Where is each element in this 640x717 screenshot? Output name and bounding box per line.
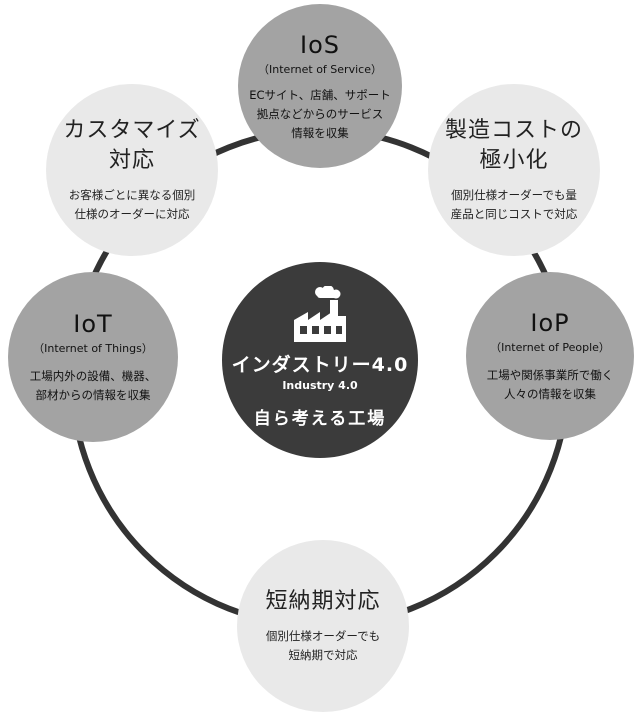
- node-iop-title: IoP: [530, 309, 570, 337]
- node-ios: IoS （Internet of Service） ECサイト、店舗、サポート …: [238, 4, 402, 168]
- center-title: インダストリー4.0: [231, 353, 409, 376]
- node-cost-description: 個別仕様オーダーでも量 産品と同じコストで対応: [450, 188, 578, 221]
- node-customization: カスタマイズ 対応 お客様ごとに異なる個別 仕様のオーダーに対応: [46, 84, 218, 256]
- node-ios-description: ECサイト、店舗、サポート 拠点などからのサービス 情報を収集: [249, 87, 391, 140]
- node-ios-title: IoS: [300, 30, 340, 59]
- node-ios-subtitle: （Internet of Service）: [258, 62, 382, 76]
- node-industry-4: インダストリー4.0 Industry 4.0 自ら考える工場: [222, 262, 418, 458]
- node-iot-title: IoT: [73, 310, 113, 338]
- node-iop: IoP （Internet of People） 工場や関係事業所で働く 人々の…: [466, 272, 634, 440]
- node-iop-description: 工場や関係事業所で働く 人々の情報を収集: [486, 368, 614, 401]
- node-iot-description: 工場内外の設備、機器、 部材からの情報を収集: [29, 369, 157, 402]
- center-slogan: 自ら考える工場: [253, 408, 387, 429]
- node-leadtime-title: 短納期対応: [265, 589, 381, 614]
- node-iot-subtitle: （Internet of Things）: [33, 342, 153, 355]
- factory-icon: [294, 285, 346, 342]
- node-cost-title: 製造コストの 極小化: [444, 118, 583, 173]
- node-leadtime-description: 個別仕様オーダーでも 短納期で対応: [265, 629, 381, 662]
- node-cost-minimization: 製造コストの 極小化 個別仕様オーダーでも量 産品と同じコストで対応: [428, 84, 600, 256]
- node-short-leadtime: 短納期対応 個別仕様オーダーでも 短納期で対応: [237, 540, 409, 712]
- node-iop-subtitle: （Internet of People）: [490, 341, 610, 354]
- node-custom-description: お客様ごとに異なる個別 仕様のオーダーに対応: [68, 188, 196, 221]
- node-iot: IoT （Internet of Things） 工場内外の設備、機器、 部材か…: [8, 272, 178, 442]
- center-subtitle-en: Industry 4.0: [282, 378, 358, 392]
- node-custom-title: カスタマイズ 対応: [63, 118, 201, 173]
